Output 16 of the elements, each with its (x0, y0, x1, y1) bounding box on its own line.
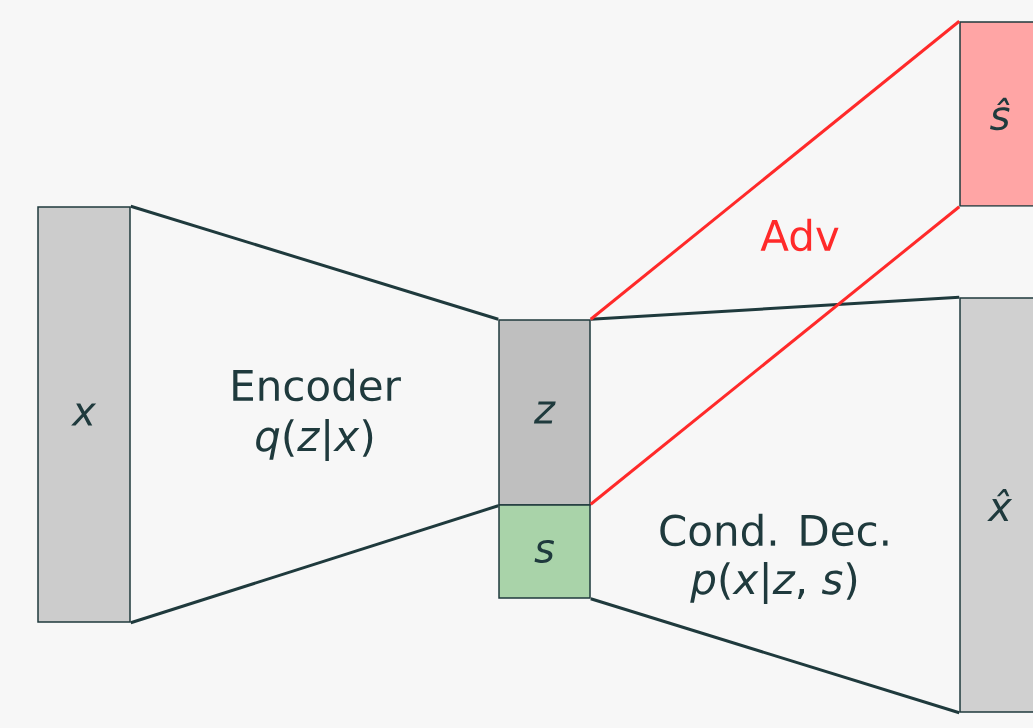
connector-line (590, 597, 960, 715)
layer-box: x (37, 206, 131, 623)
layer-box: s (498, 504, 591, 599)
connector-line (130, 204, 499, 321)
connector-line (590, 295, 960, 321)
layer-box: z (498, 319, 591, 506)
encoder-label: Encoder (233, 368, 401, 402)
connector-line (130, 504, 499, 625)
decoder-label: Cond. Dec. (660, 513, 888, 547)
layer-box: x̂ (959, 297, 1033, 713)
formula-label: q(z|x) (256, 419, 373, 461)
formula-label: p(x|z, s) (690, 562, 857, 604)
layer-box: ŝ (959, 21, 1033, 207)
connector-line (589, 205, 961, 506)
adversary-label: Adv (760, 218, 839, 252)
connector-line (589, 20, 961, 321)
